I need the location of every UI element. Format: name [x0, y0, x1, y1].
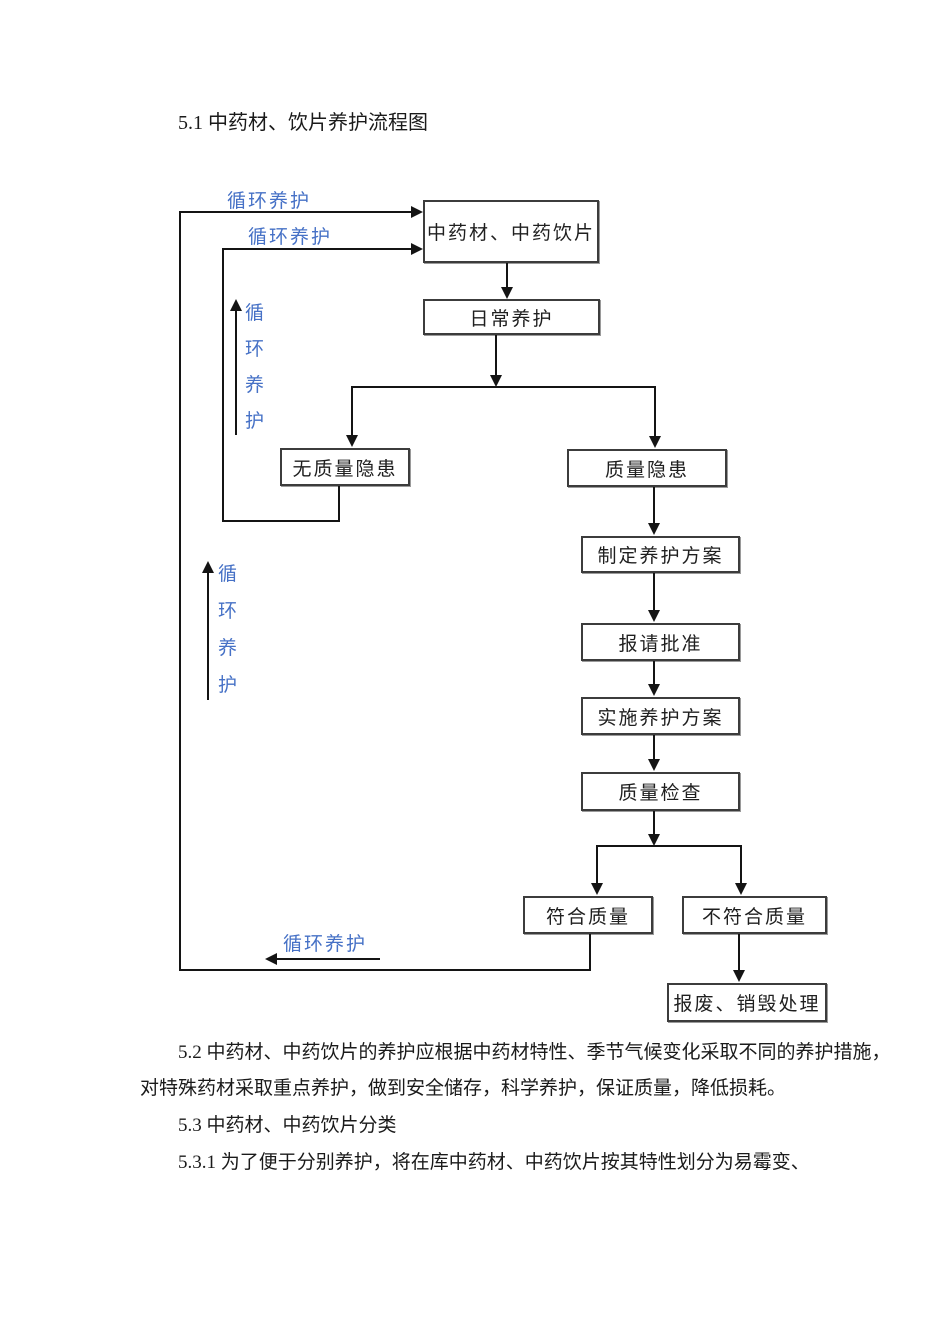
connector-line: [653, 661, 655, 685]
cycle-care-label: 循环养护: [248, 227, 333, 248]
flow-node-quality-inspection: 质量检查: [581, 772, 740, 811]
arrowhead-down-icon: [649, 436, 661, 448]
connector-line: [338, 486, 340, 522]
section-heading-5-1: 5.1 中药材、饮片养护流程图: [178, 112, 428, 134]
arrowhead-down-icon: [648, 610, 660, 622]
flow-node-daily-care: 日常养护: [423, 299, 600, 335]
paragraph-5-3-1: 5.3.1 为了便于分别养护，将在库中药材、中药饮片按其特性划分为易霉变、: [178, 1152, 810, 1173]
flow-node-materials: 中药材、中药饮片: [423, 200, 599, 263]
connector-line: [653, 573, 655, 611]
cycle-arrow-line: [268, 958, 380, 960]
cycle-care-label: 循环养护: [283, 934, 368, 955]
connector-line: [222, 520, 340, 522]
connector-line: [740, 845, 742, 884]
connector-line: [351, 386, 353, 436]
connector-line: [351, 386, 656, 388]
paragraph-5-2-line-1: 5.2 中药材、中药饮片的养护应根据中药材特性、季节气候变化采取不同的养护措施，: [178, 1042, 891, 1063]
arrowhead-down-icon: [648, 523, 660, 535]
arrowhead-up-icon: [230, 299, 242, 311]
cycle-arrow-line: [207, 572, 209, 700]
arrowhead-right-icon: [411, 243, 423, 255]
cycle-care-label-vertical: 循环养护: [244, 303, 264, 432]
flow-node-make-care-plan: 制定养护方案: [581, 536, 740, 573]
paragraph-5-2-line-2: 对特殊药材采取重点养护，做到安全储存，科学养护，保证质量，降低损耗。: [140, 1078, 787, 1099]
connector-line: [179, 211, 181, 971]
cycle-arrow-line: [235, 310, 237, 435]
flow-node-request-approval: 报请批准: [581, 623, 740, 661]
connector-line: [179, 969, 591, 971]
connector-line: [653, 735, 655, 760]
flow-node-scrap-destroy: 报废、销毁处理: [667, 983, 827, 1022]
flow-node-meets-quality: 符合质量: [523, 896, 653, 934]
connector-line: [596, 845, 742, 847]
connector-line: [222, 248, 413, 250]
arrowhead-down-icon: [733, 970, 745, 982]
arrowhead-down-icon: [346, 435, 358, 447]
paragraph-5-3: 5.3 中药材、中药饮片分类: [178, 1115, 397, 1136]
connector-line: [654, 386, 656, 437]
connector-line: [222, 248, 224, 522]
connector-line: [653, 811, 655, 835]
arrowhead-down-icon: [490, 375, 502, 387]
arrowhead-right-icon: [411, 206, 423, 218]
arrowhead-down-icon: [591, 883, 603, 895]
arrowhead-down-icon: [501, 287, 513, 299]
connector-line: [495, 335, 497, 377]
connector-line: [653, 487, 655, 524]
connector-line: [589, 934, 591, 971]
arrowhead-down-icon: [648, 759, 660, 771]
connector-line: [506, 263, 508, 289]
flow-node-implement-plan: 实施养护方案: [581, 697, 740, 735]
flow-node-fails-quality: 不符合质量: [682, 896, 827, 934]
connector-line: [738, 934, 740, 971]
cycle-care-label-vertical: 循环养护: [217, 564, 237, 696]
connector-line: [179, 211, 413, 213]
connector-line: [596, 845, 598, 884]
arrowhead-down-icon: [735, 883, 747, 895]
flow-node-quality-risk: 质量隐患: [567, 449, 727, 487]
arrowhead-up-icon: [202, 561, 214, 573]
arrowhead-down-icon: [648, 684, 660, 696]
cycle-care-label: 循环养护: [227, 191, 312, 212]
arrowhead-down-icon: [648, 834, 660, 846]
flow-node-no-quality-risk: 无质量隐患: [280, 448, 410, 486]
arrowhead-left-icon: [265, 953, 277, 965]
